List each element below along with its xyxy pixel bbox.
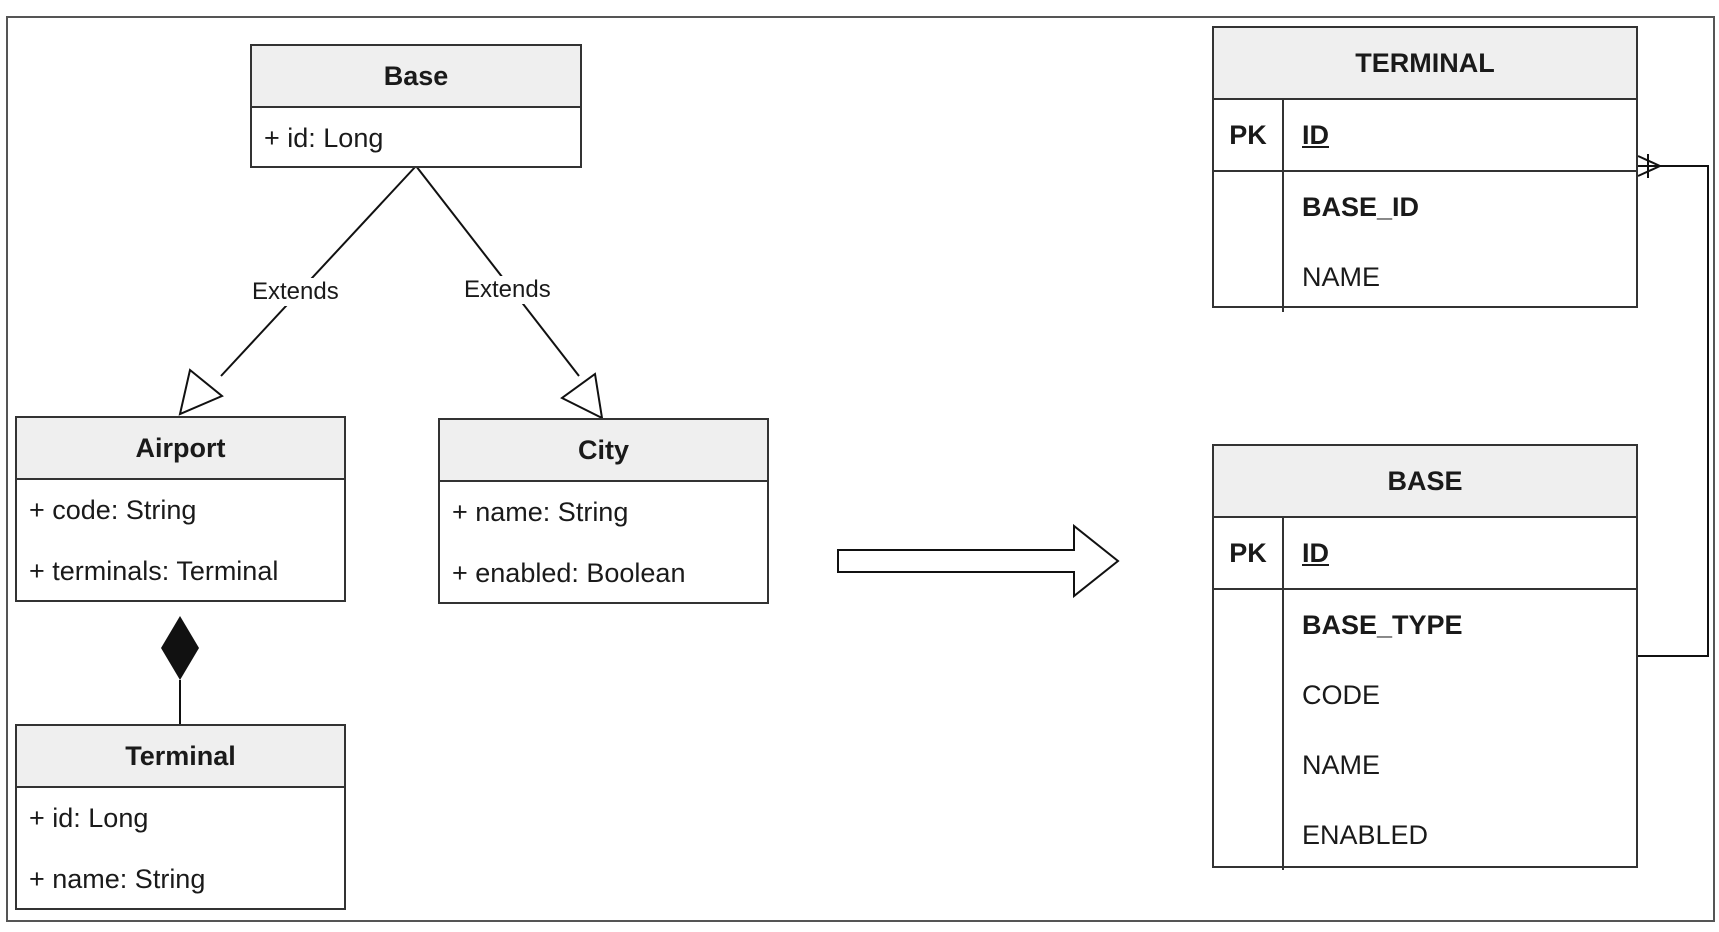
key-cell (1214, 800, 1284, 870)
pk-label: PK (1214, 518, 1284, 588)
pk-row: PK ID (1214, 518, 1636, 590)
key-cell (1214, 590, 1284, 660)
key-cell (1214, 242, 1284, 312)
column-row: BASE_TYPE (1214, 590, 1636, 660)
table-column: NAME (1302, 749, 1381, 780)
class-attribute: + name: String (29, 864, 206, 894)
key-cell (1214, 172, 1284, 242)
table-column: CODE (1302, 679, 1381, 710)
column-row: BASE_ID (1214, 172, 1636, 242)
diagram-frame (6, 16, 1715, 922)
extends-label-left: Extends (250, 278, 341, 306)
class-attribute: + id: Long (29, 803, 149, 833)
table-column: NAME (1302, 261, 1381, 292)
pk-row: PK ID (1214, 100, 1636, 172)
table-title: BASE (1214, 446, 1636, 518)
class-title: Terminal (17, 726, 344, 788)
class-attribute: + terminals: Terminal (29, 556, 279, 586)
column-row: NAME (1214, 730, 1636, 800)
column-row: CODE (1214, 660, 1636, 730)
er-table-terminal: TERMINAL PK ID BASE_ID NAME (1212, 26, 1638, 312)
uml-class-city: City + name: String + enabled: Boolean (438, 418, 769, 604)
pk-column: ID (1302, 537, 1329, 568)
fk-column: BASE_ID (1302, 191, 1420, 222)
extends-right-line (415, 165, 580, 377)
transform-arrow (837, 523, 1120, 599)
table-column: ENABLED (1302, 819, 1429, 850)
column-row: ENABLED (1214, 800, 1636, 870)
fk-relation-line (1638, 165, 1709, 657)
composition-diamond (161, 616, 199, 680)
fk-crow-top (1637, 155, 1661, 167)
key-cell (1214, 730, 1284, 800)
discriminator-column: BASE_TYPE (1302, 609, 1463, 640)
class-attribute: + name: String (452, 497, 629, 527)
uml-class-airport: Airport + code: String + terminals: Term… (15, 416, 346, 602)
extends-left-line (220, 165, 417, 377)
pk-label: PK (1214, 100, 1284, 170)
extends-left-arrowhead (178, 368, 224, 416)
class-title: Base (252, 46, 580, 108)
uml-class-terminal: Terminal + id: Long + name: String (15, 724, 346, 910)
extends-right-arrowhead (560, 372, 604, 420)
class-title: City (440, 420, 767, 482)
table-title: TERMINAL (1214, 28, 1636, 100)
class-attribute: + code: String (29, 495, 197, 525)
column-row: NAME (1214, 242, 1636, 312)
er-table-base: BASE PK ID BASE_TYPE CODE NAME ENABLED (1212, 444, 1638, 870)
extends-label-right: Extends (462, 276, 553, 304)
class-title: Airport (17, 418, 344, 480)
key-cell (1214, 660, 1284, 730)
fk-crow-bottom (1637, 165, 1661, 177)
class-attribute: + id: Long (264, 123, 384, 153)
uml-class-base: Base + id: Long (250, 44, 582, 168)
pk-column: ID (1302, 119, 1329, 150)
class-attribute: + enabled: Boolean (452, 558, 686, 588)
